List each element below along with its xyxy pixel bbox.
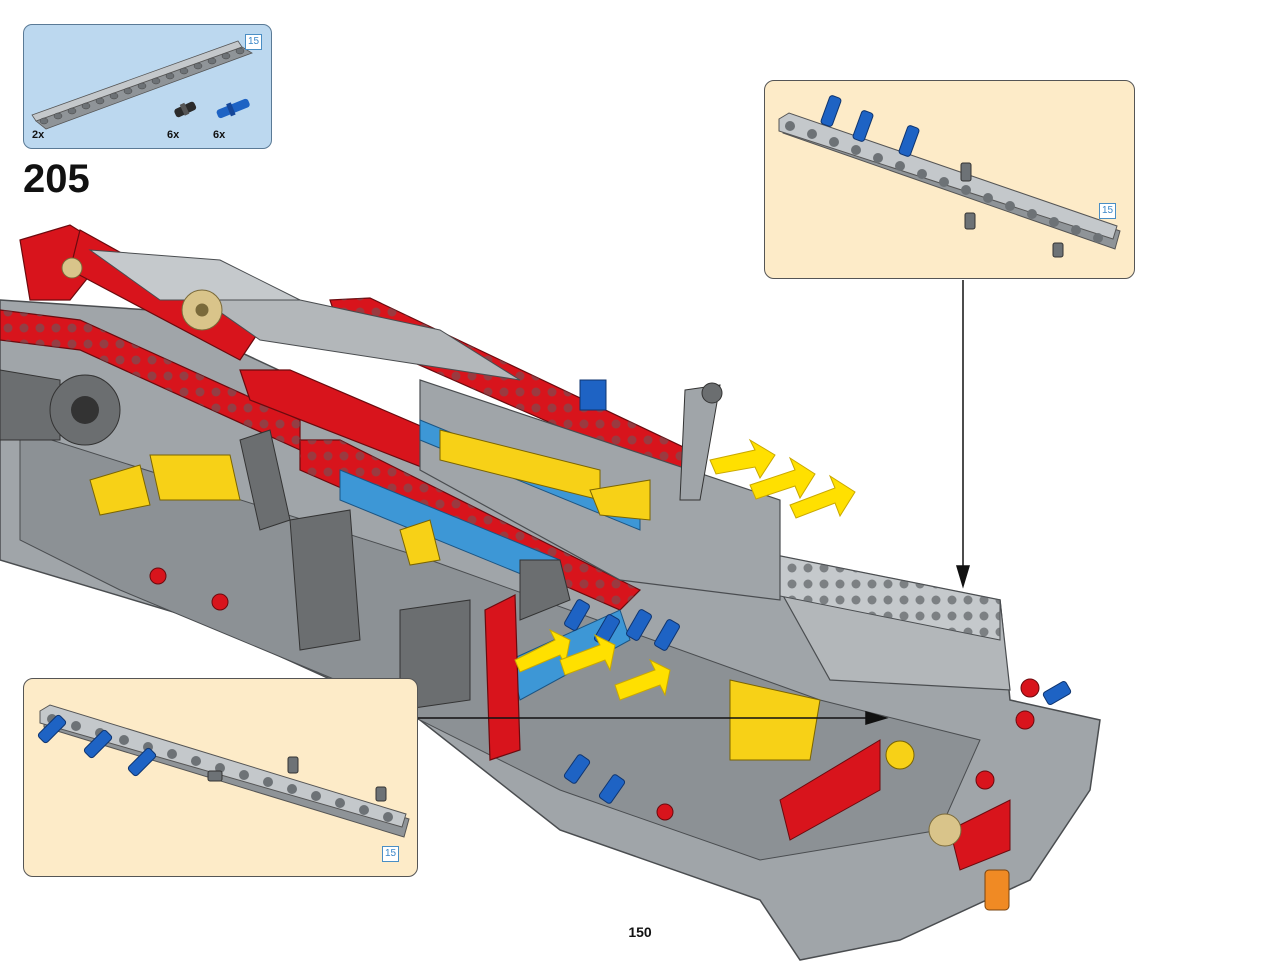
callout-bottom-beam-icon xyxy=(39,704,410,838)
callout-bottom-blue-pins-icon xyxy=(37,714,157,777)
callout-pointer-lines xyxy=(418,280,971,726)
callout-top-black-pins-icon xyxy=(960,162,1064,258)
black-pin-quantity: 6x xyxy=(167,129,180,141)
callout-top: 15 xyxy=(764,80,1135,279)
callout-bottom-illustration xyxy=(37,704,410,838)
red-pins xyxy=(149,567,1040,821)
blue-axle-pin-icon xyxy=(216,98,250,119)
yellow-arrows xyxy=(514,438,856,701)
callout-bottom: 15 xyxy=(23,678,418,877)
callout-bottom-length-badge: 15 xyxy=(382,846,399,862)
callout-bottom-black-pins-icon xyxy=(207,756,387,802)
blue-pins xyxy=(563,379,1072,804)
technic-beam-15-icon xyxy=(31,40,253,130)
page-number: 150 xyxy=(628,924,652,940)
callout-top-beam-icon xyxy=(778,112,1121,250)
callout-top-blue-pins-icon xyxy=(820,95,920,157)
dark-gray-parts xyxy=(49,374,723,711)
step-number: 205 xyxy=(23,157,90,201)
tan-gears xyxy=(61,257,962,847)
blue-pin-quantity: 6x xyxy=(213,129,226,141)
callout-top-illustration xyxy=(778,95,1121,258)
orange-part xyxy=(984,869,1010,911)
beam-length-badge: 15 xyxy=(245,34,262,50)
callout-top-length-badge: 15 xyxy=(1099,203,1116,219)
parts-list-box: 15 2x 6x 6x xyxy=(23,24,272,149)
beam-quantity: 2x xyxy=(32,129,45,141)
yellow-parts xyxy=(89,429,915,770)
black-friction-pin-icon xyxy=(174,101,197,118)
parts-list-illustration xyxy=(31,40,253,130)
